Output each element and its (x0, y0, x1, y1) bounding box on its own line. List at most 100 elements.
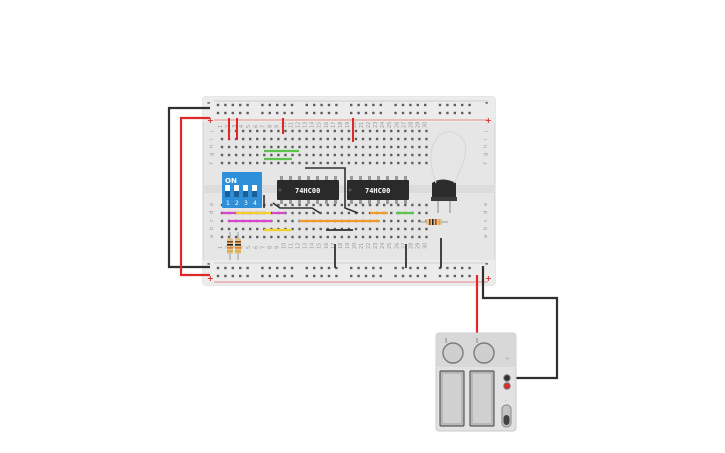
rail-hole[interactable] (394, 111, 397, 115)
breadboard-hole[interactable] (411, 219, 414, 223)
breadboard-hole[interactable] (277, 235, 280, 239)
rail-hole[interactable] (401, 266, 405, 270)
wire-black-left-rail[interactable] (167, 106, 210, 269)
breadboard-hole[interactable] (284, 145, 287, 149)
breadboard-hole[interactable] (284, 129, 287, 133)
breadboard-hole[interactable] (347, 211, 351, 215)
breadboard-hole[interactable] (241, 137, 245, 141)
dip-switch-toggle[interactable] (252, 185, 257, 191)
breadboard-hole[interactable] (319, 137, 322, 141)
rail-hole[interactable] (461, 103, 464, 107)
rail-hole[interactable] (453, 103, 456, 107)
wire-black-inner-1[interactable] (305, 167, 359, 214)
rail-hole[interactable] (372, 266, 375, 270)
rail-hole[interactable] (438, 111, 442, 115)
breadboard-hole[interactable] (220, 129, 224, 133)
breadboard-hole[interactable] (404, 153, 407, 157)
breadboard-hole[interactable] (347, 235, 351, 239)
breadboard-hole[interactable] (390, 219, 393, 223)
breadboard-hole[interactable] (425, 129, 428, 133)
rail-hole[interactable] (379, 111, 382, 115)
breadboard-hole[interactable] (354, 145, 358, 149)
breadboard-hole[interactable] (340, 203, 344, 207)
rail-hole[interactable] (438, 103, 442, 107)
breadboard-hole[interactable] (390, 227, 393, 231)
breadboard-hole[interactable] (354, 161, 358, 165)
breadboard-hole[interactable] (263, 153, 266, 157)
breadboard-hole[interactable] (234, 161, 238, 165)
rail-hole[interactable] (290, 111, 294, 115)
breadboard-hole[interactable] (361, 145, 365, 149)
breadboard-hole[interactable] (382, 219, 386, 223)
rail-hole[interactable] (290, 103, 294, 107)
breadboard-hole[interactable] (326, 235, 329, 239)
breadboard-hole[interactable] (340, 129, 344, 133)
rail-hole[interactable] (224, 111, 227, 115)
breadboard-hole[interactable] (256, 227, 259, 231)
breadboard-hole[interactable] (397, 145, 400, 149)
rail-hole[interactable] (239, 274, 242, 278)
breadboard-hole[interactable] (241, 153, 245, 157)
rail-hole[interactable] (327, 274, 331, 278)
rail-hole[interactable] (320, 266, 323, 270)
breadboard-hole[interactable] (227, 161, 231, 165)
breadboard-hole[interactable] (411, 153, 414, 157)
breadboard-hole[interactable] (368, 235, 372, 239)
breadboard-hole[interactable] (390, 145, 393, 149)
breadboard-hole[interactable] (375, 153, 379, 157)
breadboard-hole[interactable] (425, 227, 428, 231)
breadboard-hole[interactable] (397, 219, 400, 223)
breadboard-hole[interactable] (354, 235, 358, 239)
breadboard-hole[interactable] (375, 137, 379, 141)
rail-hole[interactable] (379, 103, 382, 107)
rail-hole[interactable] (224, 274, 227, 278)
rail-hole[interactable] (305, 266, 308, 270)
breadboard-hole[interactable] (375, 227, 379, 231)
breadboard-hole[interactable] (249, 235, 252, 239)
battery-terminal-negative[interactable] (503, 374, 511, 382)
rail-hole[interactable] (409, 266, 412, 270)
rail-hole[interactable] (357, 266, 360, 270)
breadboard-hole[interactable] (361, 129, 365, 133)
breadboard-hole[interactable] (298, 129, 301, 133)
rail-hole[interactable] (276, 103, 279, 107)
breadboard-hole[interactable] (312, 235, 315, 239)
rail-hole[interactable] (416, 274, 419, 278)
breadboard-hole[interactable] (256, 129, 259, 133)
breadboard-hole[interactable] (249, 227, 252, 231)
breadboard-hole[interactable] (375, 145, 379, 149)
breadboard-hole[interactable] (291, 203, 294, 207)
breadboard-hole[interactable] (291, 153, 294, 157)
breadboard-hole[interactable] (368, 145, 372, 149)
dip-switch[interactable]: ON 1 2 3 4 (222, 172, 262, 208)
breadboard-hole[interactable] (411, 235, 414, 239)
breadboard-hole[interactable] (220, 235, 224, 239)
rail-hole[interactable] (453, 274, 456, 278)
rail-hole[interactable] (461, 266, 464, 270)
rail-hole[interactable] (261, 266, 264, 270)
rail-hole[interactable] (305, 111, 308, 115)
breadboard-hole[interactable] (411, 161, 414, 165)
rail-hole[interactable] (313, 111, 316, 115)
breadboard-hole[interactable] (333, 227, 336, 231)
breadboard-hole[interactable] (227, 227, 231, 231)
rail-hole[interactable] (268, 266, 271, 270)
breadboard-hole[interactable] (347, 145, 351, 149)
breadboard-hole[interactable] (284, 153, 287, 157)
breadboard-hole[interactable] (305, 235, 308, 239)
breadboard-hole[interactable] (382, 227, 386, 231)
breadboard-hole[interactable] (397, 153, 400, 157)
breadboard-hole[interactable] (397, 161, 400, 165)
breadboard-hole[interactable] (425, 203, 428, 207)
breadboard-hole[interactable] (411, 145, 414, 149)
breadboard-hole[interactable] (220, 153, 224, 157)
breadboard-hole[interactable] (326, 129, 329, 133)
rail-hole[interactable] (224, 266, 227, 270)
rail-hole[interactable] (364, 266, 368, 270)
breadboard-hole[interactable] (270, 153, 273, 157)
breadboard-hole[interactable] (382, 203, 386, 207)
breadboard-hole[interactable] (284, 219, 287, 223)
rail-hole[interactable] (364, 111, 368, 115)
rail-hole[interactable] (438, 274, 442, 278)
breadboard-hole[interactable] (291, 145, 294, 149)
